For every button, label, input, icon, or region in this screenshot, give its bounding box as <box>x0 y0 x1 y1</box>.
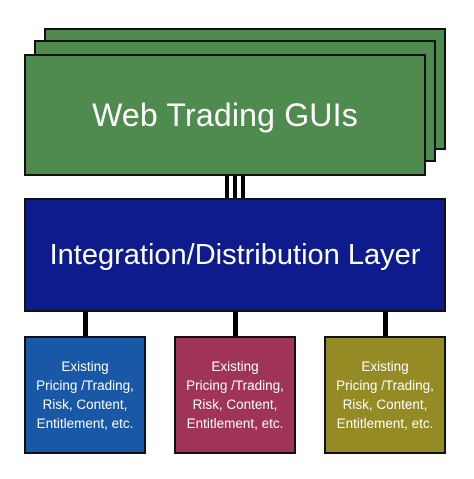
system-line: Risk, Content, <box>342 397 428 412</box>
system-line: Risk, Content, <box>42 397 128 412</box>
system-connector-right <box>383 312 388 336</box>
system-line: Risk, Content, <box>192 397 278 412</box>
web-trading-guis-box: Web Trading GUIs <box>24 54 426 176</box>
system-line: Existing <box>361 359 409 374</box>
existing-systems-box-olive: Existing Pricing /Trading, Risk, Content… <box>324 336 446 454</box>
system-line: Entitlement, etc. <box>336 416 434 431</box>
system-line: Pricing /Trading, <box>186 378 284 393</box>
integration-distribution-layer-label: Integration/Distribution Layer <box>49 238 421 271</box>
system-line: Pricing /Trading, <box>336 378 434 393</box>
system-line: Entitlement, etc. <box>36 416 134 431</box>
gui-connector-line-1 <box>225 176 229 198</box>
system-line: Entitlement, etc. <box>186 416 284 431</box>
existing-systems-box-red: Existing Pricing /Trading, Risk, Content… <box>174 336 296 454</box>
integration-distribution-layer-box: Integration/Distribution Layer <box>24 198 446 312</box>
system-line: Pricing /Trading, <box>36 378 134 393</box>
gui-connector-line-2 <box>233 176 237 198</box>
system-connector-center <box>233 312 238 336</box>
system-connector-left <box>83 312 88 336</box>
web-trading-guis-label: Web Trading GUIs <box>92 96 358 133</box>
gui-connector-line-3 <box>241 176 245 198</box>
existing-systems-box-blue: Existing Pricing /Trading, Risk, Content… <box>24 336 146 454</box>
system-line: Existing <box>61 359 109 374</box>
system-line: Existing <box>211 359 259 374</box>
